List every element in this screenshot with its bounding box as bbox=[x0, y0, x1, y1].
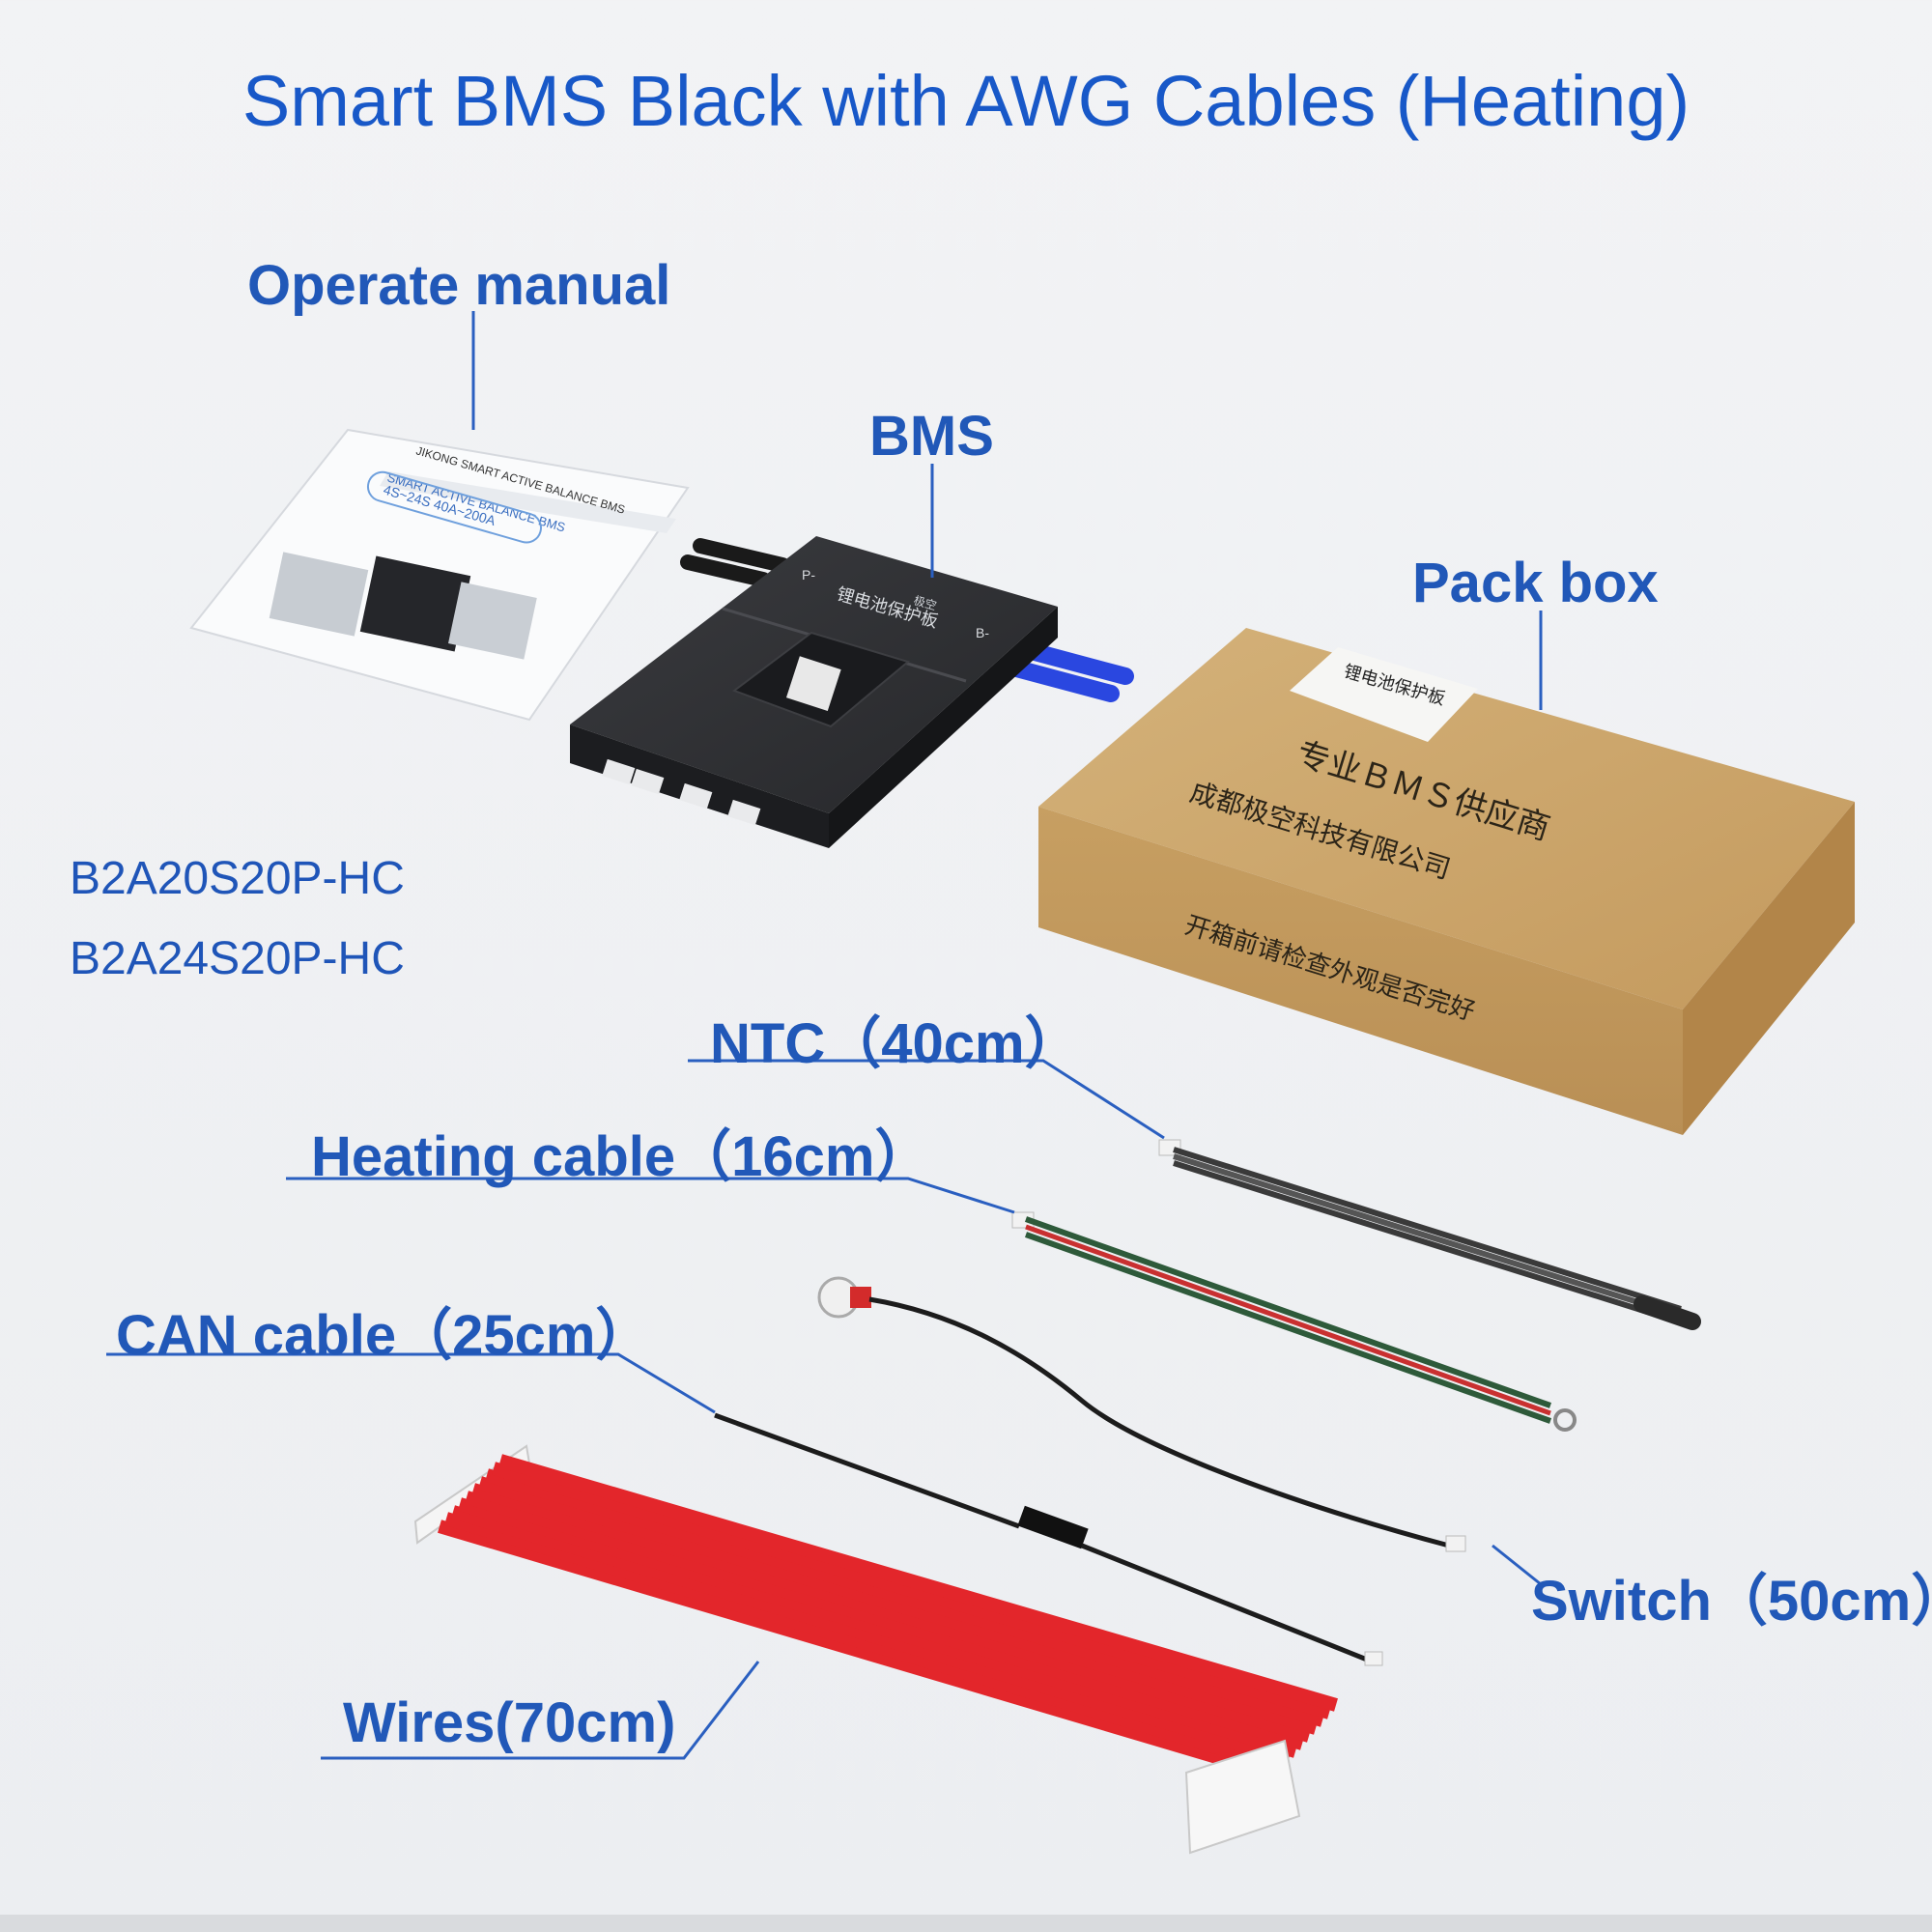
bottom-strip bbox=[0, 1915, 1932, 1932]
label-ntc: NTC（40cm） bbox=[710, 1012, 1081, 1075]
manual-badge bbox=[366, 470, 542, 544]
bms-brand: 极空 bbox=[912, 593, 938, 612]
label-wires: Wires(70cm) bbox=[343, 1691, 676, 1754]
label-heating-cable: Heating cable（16cm） bbox=[311, 1125, 931, 1188]
model-number-24s: B2A24S20P-HC bbox=[70, 933, 405, 984]
label-pack-box: Pack box bbox=[1412, 552, 1659, 614]
model-number-20s: B2A20S20P-HC bbox=[70, 853, 405, 904]
heating-cable bbox=[1011, 1211, 1577, 1432]
page-title: Smart BMS Black with AWG Cables (Heating… bbox=[242, 61, 1690, 141]
label-bms: BMS bbox=[869, 405, 994, 468]
label-switch: Switch（50cm） bbox=[1531, 1570, 1932, 1633]
balance-wires bbox=[413, 1444, 1338, 1855]
leader-switch bbox=[1492, 1544, 1542, 1586]
leader-ntc bbox=[688, 1059, 1165, 1140]
switch-cable bbox=[817, 1276, 1466, 1552]
bms-unit: 极空 锂电池保护板 P- B- bbox=[570, 536, 1134, 848]
label-operate-manual: Operate manual bbox=[247, 254, 671, 317]
operate-manual-booklet: JIKONG SMART ACTIVE BALANCE BMS SMART AC… bbox=[189, 428, 690, 722]
bms-b-minus: B- bbox=[976, 625, 989, 640]
leader-lines bbox=[106, 311, 1543, 1760]
manual-photo-left bbox=[269, 552, 369, 637]
manual-photo-bms bbox=[359, 555, 471, 652]
bms-qr-code bbox=[785, 656, 841, 711]
leader-can bbox=[106, 1352, 716, 1414]
bms-p-minus: P- bbox=[802, 567, 815, 582]
label-can-cable: CAN cable（25cm） bbox=[116, 1304, 652, 1367]
ntc-cable bbox=[1158, 1139, 1701, 1330]
leader-heating bbox=[286, 1177, 1015, 1214]
pack-box: 锂电池保护板 专业ＢＭＳ供应商 成都极空科技有限公司 开箱前请检查外观是否完好 bbox=[1038, 628, 1855, 1135]
can-cable bbox=[714, 1412, 1383, 1666]
manual-photo-right bbox=[448, 582, 537, 660]
leader-wires bbox=[321, 1661, 760, 1760]
